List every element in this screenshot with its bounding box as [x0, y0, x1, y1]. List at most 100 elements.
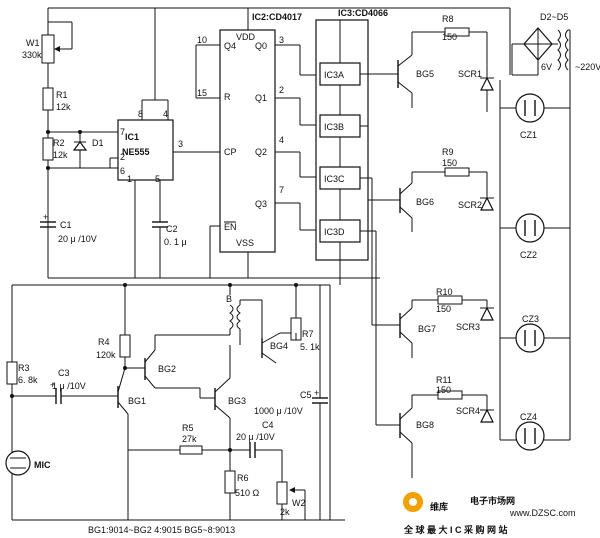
ic2-q2: Q2 [255, 147, 267, 157]
r8-label: R8 [442, 14, 454, 24]
watermark-url: www.DZSC.com [509, 508, 576, 518]
r1-label: R1 [56, 90, 68, 100]
cz2-socket [515, 213, 545, 243]
r1-resistor [42, 87, 54, 111]
c2-label: C2 [166, 224, 178, 234]
w1-potentiometer [41, 34, 55, 64]
ic1-pin4: 4 [163, 109, 168, 119]
rectifier-label: D2~D5 [540, 12, 568, 22]
ic3a-label: IC3A [324, 70, 344, 80]
scr4-thyristor [480, 408, 494, 423]
ic2-q3: Q3 [255, 199, 267, 209]
ic3d-label: IC3D [324, 227, 345, 237]
r6-resistor [224, 470, 236, 494]
ic3-title: IC3:CD4066 [338, 8, 388, 18]
b-label: B [226, 294, 232, 304]
footnote: BG1:9014~BG2 4:9015 BG5~8:9013 [88, 525, 235, 535]
ic2-pin3: 3 [279, 35, 284, 45]
transformer-b [229, 304, 234, 330]
ic1-pin2: 2 [120, 152, 125, 162]
ic2-q0: Q0 [255, 41, 267, 51]
ic1-label: IC1 [125, 132, 139, 142]
ic2-en: EN [224, 222, 237, 232]
cz1-socket [515, 93, 545, 123]
ic2-pin15: 15 [197, 88, 207, 98]
ic1-pin7: 7 [120, 127, 125, 137]
ic2-q4: Q4 [224, 41, 236, 51]
c1-value: 20 μ /10V [58, 234, 97, 244]
ic3c-label: IC3C [324, 174, 345, 184]
r9-value: 150 [442, 158, 457, 168]
bg5-label: BG5 [416, 69, 434, 79]
c5-label: C5 [300, 390, 312, 400]
r11-label: R11 [436, 375, 452, 385]
c5-plus: + [314, 388, 319, 398]
ic2-cd4017 [219, 29, 276, 253]
c2-value: 0. 1 μ [164, 237, 187, 247]
ic2-pin10: 10 [197, 35, 207, 45]
ic1-pin5: 5 [155, 174, 160, 184]
ic1-pin1: 1 [127, 174, 132, 184]
r5-resistor [179, 445, 203, 455]
switch-section: IC3:CD4066 IC3A IC3B IC3C IC3D [315, 8, 400, 426]
w2-potentiometer [276, 481, 288, 505]
ic2-cp: CP [224, 147, 237, 157]
scr1-thyristor [480, 76, 494, 91]
r10-value: 150 [436, 304, 451, 314]
watermark: 维库 电子市场网 www.DZSC.com 全 球 最 大 I C 采 购 网 … [403, 492, 576, 535]
timer-section: W1 330k R1 12k R2 12k D1 + C1 20 μ [22, 8, 220, 278]
r2-value: 12k [53, 150, 68, 160]
stage-4: BG8 R11 150 SCR4 [399, 375, 494, 478]
bg4-label: BG4 [270, 341, 288, 351]
r1-value: 12k [56, 102, 71, 112]
ic2-r: R [224, 92, 231, 102]
r7-label: R7 [302, 329, 314, 339]
r3-value: 6. 8k [18, 375, 38, 385]
scr3-thyristor [480, 306, 494, 321]
r4-value: 120k [96, 350, 116, 360]
r4-label: R4 [98, 337, 110, 347]
bg2-label: BG2 [158, 364, 176, 374]
r5-label: R5 [182, 423, 194, 433]
ic1-type: NE555 [122, 147, 150, 157]
transformer [557, 29, 561, 71]
w2-value: 2k [280, 507, 290, 517]
voltage-6v: 6V [541, 62, 552, 72]
cz3-label: CZ3 [522, 314, 539, 324]
cz4-label: CZ4 [520, 412, 537, 422]
ic2-q1: Q1 [255, 93, 267, 103]
c4-value: 20 μ /10V [236, 432, 275, 442]
watermark-tagline: 全 球 最 大 I C 采 购 网 站 [403, 524, 508, 535]
w1-label: W1 [26, 38, 40, 48]
ic2-title: IC2:CD4017 [252, 12, 302, 22]
r7-value: 5. 1k [300, 342, 320, 352]
r9-resistor [444, 167, 470, 177]
c3-value-visible: 1 μ /10V [52, 381, 86, 391]
amplifier-section: MIC R3 6. 8k + C3 1 μ /10V 1 μ /10V R4 1… [5, 283, 328, 520]
ic1-pin6: 6 [120, 166, 125, 176]
output-stages: BG5 R8 150 SCR1 BG6 R9 150 SCR2 [382, 14, 571, 478]
ic1-pin3: 3 [178, 139, 183, 149]
cz2-label: CZ2 [520, 250, 537, 260]
r11-value: 150 [436, 385, 451, 395]
watermark-brand: 电子市场网 [470, 495, 515, 506]
c4-label: C4 [262, 420, 274, 430]
bg1-label: BG1 [128, 396, 146, 406]
d1-diode [72, 141, 88, 151]
ic2-vss: VSS [236, 238, 254, 248]
cz1-label: CZ1 [520, 130, 537, 140]
scr2-label: SCR2 [458, 200, 482, 210]
r4-resistor [119, 334, 131, 358]
stage-3: BG7 R10 150 SCR3 [399, 287, 494, 358]
r10-resistor [437, 295, 463, 305]
d1-label: D1 [92, 138, 104, 148]
ic1-pin8: 8 [138, 109, 143, 119]
ic1-ne555 [117, 119, 174, 181]
scr4-label: SCR4 [456, 406, 480, 416]
bg3-label: BG3 [228, 396, 246, 406]
r9-label: R9 [442, 147, 454, 157]
c1-label: C1 [60, 220, 72, 230]
ic2-vdd: VDD [236, 32, 256, 42]
c5-value: 1000 μ /10V [254, 406, 303, 416]
scr2-thyristor [480, 196, 494, 211]
